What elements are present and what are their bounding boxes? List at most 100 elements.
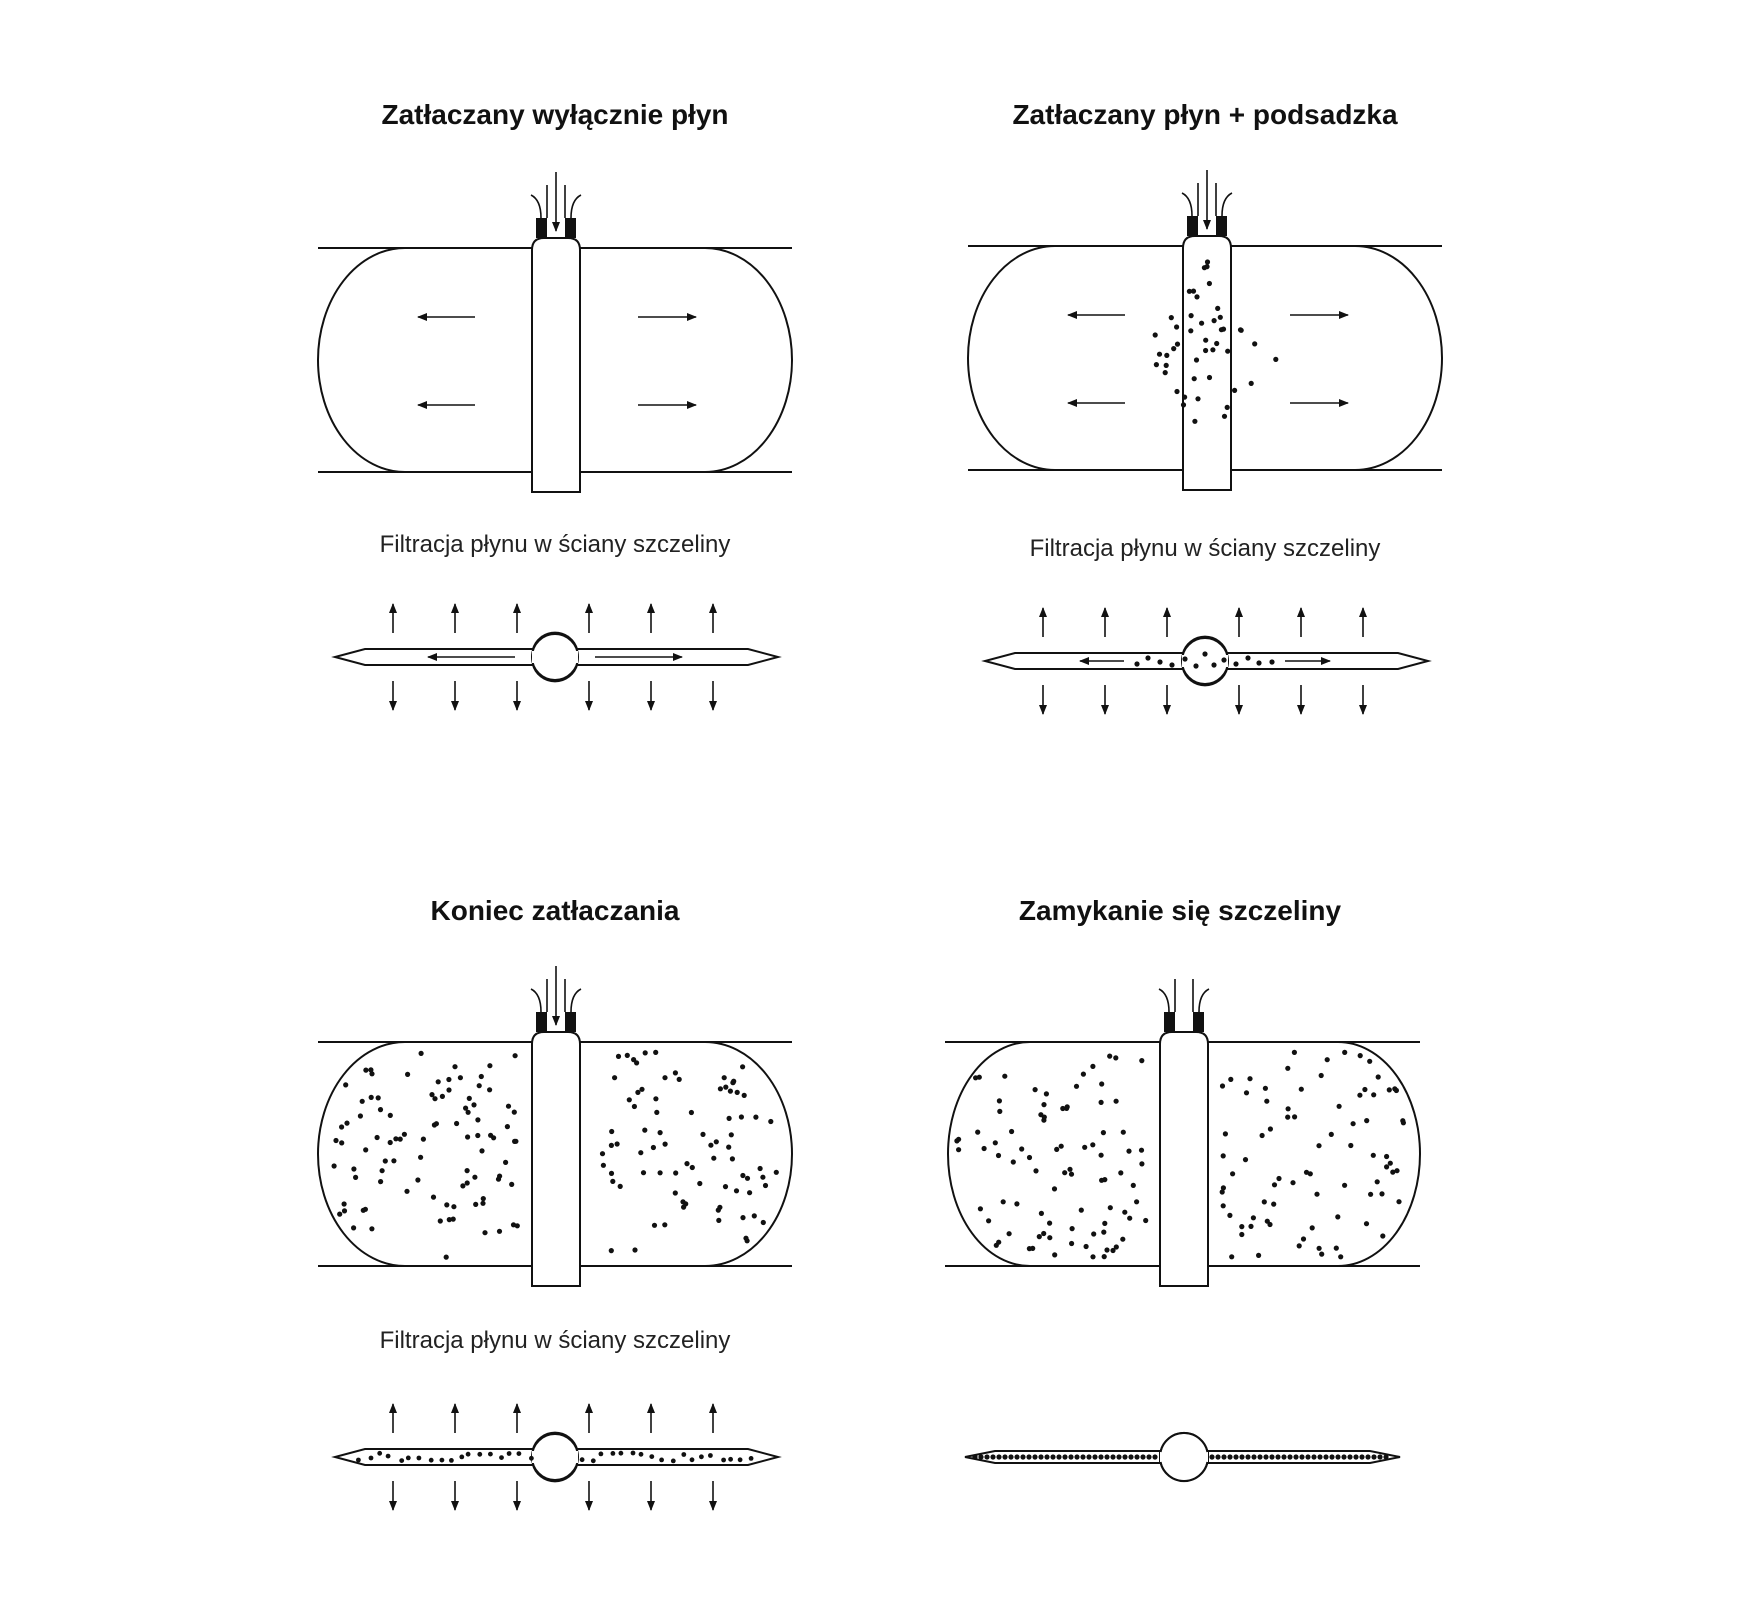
- proppant-dot: [1220, 1203, 1226, 1209]
- proppant-dot: [956, 1136, 962, 1142]
- proppant-dot: [608, 1248, 614, 1254]
- proppant-dot: [760, 1174, 766, 1180]
- proppant-dot: [721, 1457, 726, 1463]
- proppant-dot: [1256, 1252, 1262, 1258]
- proppant-dot: [977, 1206, 984, 1212]
- proppant-dot: [495, 1176, 502, 1182]
- proppant-dot: [1145, 655, 1151, 661]
- proppant-dot: [379, 1168, 385, 1174]
- proppant-dot: [1239, 1224, 1245, 1230]
- proppant-dot: [1054, 1146, 1060, 1152]
- proppant-dot: [773, 1169, 779, 1175]
- proppant-dot: [351, 1166, 357, 1172]
- proppant-dot: [1318, 1072, 1324, 1079]
- proppant-dots-section-2: [1134, 651, 1275, 669]
- proppant-dot: [1099, 1081, 1105, 1087]
- proppant-dot: [1138, 1147, 1145, 1153]
- proppant-dot: [981, 1145, 987, 1152]
- proppant-dot: [1299, 1454, 1305, 1460]
- proppant-dot: [374, 1134, 380, 1141]
- proppant-dot: [740, 1172, 746, 1179]
- proppant-dot: [1250, 1215, 1256, 1221]
- proppant-dot: [1174, 388, 1180, 395]
- proppant-dot: [429, 1092, 435, 1098]
- proppant-dot: [459, 1454, 465, 1460]
- proppant-dot: [443, 1254, 449, 1260]
- proppant-dot: [1238, 327, 1244, 333]
- proppant-dot: [1348, 1142, 1354, 1149]
- proppant-dot: [1267, 1221, 1273, 1228]
- proppant-dot: [439, 1093, 445, 1099]
- proppant-dot: [1362, 1086, 1368, 1093]
- proppant-dot: [672, 1190, 678, 1196]
- proppant-dot: [1305, 1454, 1311, 1460]
- leakoff-arrows-2: [1039, 607, 1367, 715]
- proppant-dot: [1043, 1091, 1049, 1097]
- proppant-dot: [1038, 1454, 1044, 1460]
- proppant-dot: [1291, 1049, 1297, 1055]
- proppant-dot: [1323, 1454, 1329, 1460]
- proppant-dot: [1264, 1098, 1270, 1104]
- proppant-dot: [1329, 1454, 1335, 1460]
- proppant-dot: [1333, 1245, 1339, 1251]
- proppant-dot: [748, 1456, 754, 1461]
- proppant-dot: [1074, 1454, 1080, 1460]
- proppant-dot: [369, 1226, 375, 1232]
- proppant-dot: [640, 1170, 647, 1176]
- proppant-dot: [1347, 1454, 1353, 1460]
- proppant-dot: [375, 1095, 381, 1101]
- proppant-dot: [751, 1213, 757, 1219]
- proppant-dot: [333, 1137, 339, 1144]
- panel-title-fluid-only: Zatłaczany wyłącznie płyn: [381, 99, 728, 130]
- proppant-dot: [341, 1208, 348, 1214]
- proppant-dot: [1171, 346, 1177, 352]
- proppant-dot: [1293, 1454, 1299, 1460]
- proppant-dot: [506, 1451, 512, 1456]
- proppant-dot: [452, 1064, 458, 1070]
- proppant-dot: [662, 1141, 668, 1147]
- proppant-dot: [503, 1159, 509, 1165]
- proppant-dot: [1210, 347, 1216, 353]
- proppant-dot: [1014, 1454, 1020, 1460]
- proppant-dot: [760, 1219, 766, 1226]
- proppant-dot: [359, 1098, 365, 1104]
- proppant-dot: [369, 1071, 375, 1077]
- proppant-dot: [1251, 1454, 1257, 1460]
- proppant-dot: [1311, 1454, 1317, 1460]
- proppant-dot: [1365, 1454, 1371, 1460]
- proppant-dot: [975, 1129, 981, 1135]
- proppant-dot: [446, 1217, 452, 1223]
- proppant-dot: [1122, 1454, 1128, 1460]
- proppant-dot: [377, 1107, 384, 1113]
- proppant-dot: [689, 1457, 695, 1463]
- proppant-dot: [579, 1457, 585, 1463]
- proppant-dot: [1051, 1186, 1058, 1192]
- proppant-dot: [1220, 1153, 1226, 1159]
- proppant-dot: [1044, 1454, 1050, 1460]
- proppant-dot: [1130, 1182, 1136, 1188]
- proppant-dot: [598, 1451, 604, 1457]
- proppant-dot: [1110, 1247, 1116, 1254]
- proppant-dot: [713, 1139, 719, 1145]
- proppant-dot: [734, 1089, 740, 1095]
- proppant-dot: [610, 1451, 616, 1456]
- proppant-dot: [511, 1109, 517, 1115]
- proppant-dot: [1232, 387, 1238, 393]
- proppant-dot: [730, 1079, 736, 1085]
- proppant-dot: [733, 1188, 740, 1194]
- panel-end-injection: [317, 966, 793, 1511]
- proppant-dot: [608, 1170, 615, 1176]
- proppant-dot: [1194, 294, 1200, 300]
- proppant-dot: [996, 1239, 1002, 1245]
- proppant-dot: [743, 1235, 749, 1241]
- proppant-dot: [1364, 1118, 1370, 1124]
- proppant-dot: [654, 1109, 660, 1115]
- proppant-dot: [363, 1067, 369, 1073]
- proppant-dot: [478, 1073, 484, 1080]
- proppant-dot: [1267, 1126, 1273, 1132]
- proppant-dot: [1134, 1199, 1140, 1205]
- proppant-dot: [1228, 1076, 1234, 1082]
- proppant-dot: [1009, 1128, 1015, 1135]
- closed-fracture-cross-section-4: [964, 1431, 1401, 1483]
- proppant-dot: [1374, 1179, 1380, 1185]
